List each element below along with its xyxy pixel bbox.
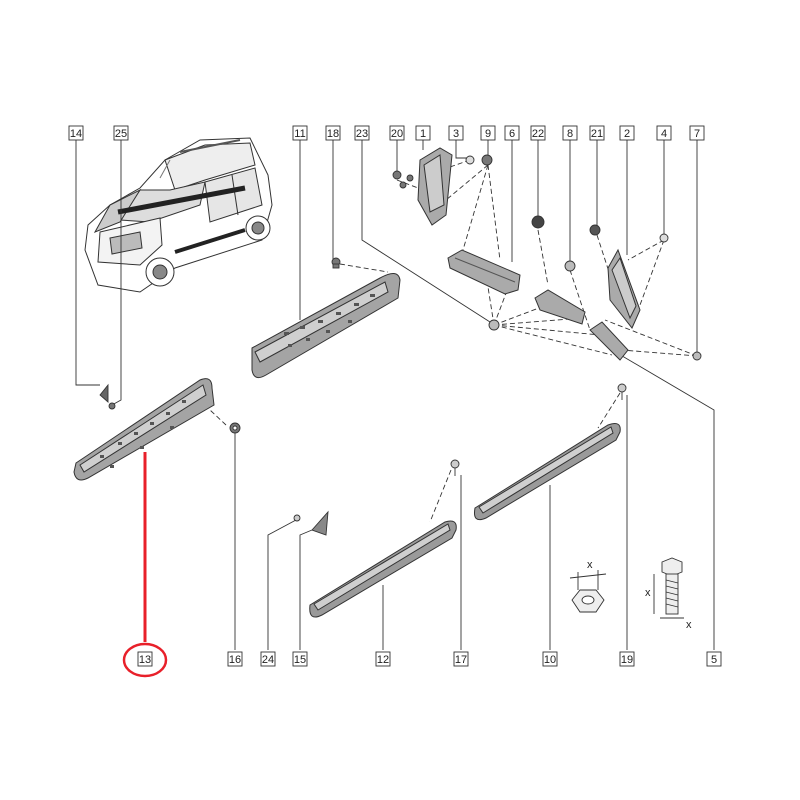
bolt-dimension-mark-b: x xyxy=(686,619,692,631)
callout-number: 12 xyxy=(377,654,389,666)
callout-18: 18 xyxy=(325,125,341,141)
callout-21: 21 xyxy=(589,125,605,141)
callout-number: 16 xyxy=(229,654,241,666)
callout-box xyxy=(113,125,129,141)
callout-15: 15 xyxy=(292,651,308,667)
callout-box xyxy=(448,125,464,141)
callout-box xyxy=(137,651,153,667)
fasteners xyxy=(99,154,702,536)
callout-box xyxy=(530,125,546,141)
callout-box xyxy=(292,651,308,667)
callout-13: 13 xyxy=(137,651,153,667)
callout-number: 22 xyxy=(532,128,544,140)
nut-icon: x xyxy=(569,559,607,613)
callout-box xyxy=(453,651,469,667)
callout-box xyxy=(542,651,558,667)
callout-number: 25 xyxy=(115,128,127,140)
callout-12: 12 xyxy=(375,651,391,667)
moulding-13 xyxy=(73,378,215,481)
callout-box xyxy=(656,125,672,141)
callout-box xyxy=(292,125,308,141)
callout-box xyxy=(325,125,341,141)
highlight-circle xyxy=(122,642,168,678)
callout-number: 10 xyxy=(544,654,556,666)
callout-24: 24 xyxy=(260,651,276,667)
callout-number: 2 xyxy=(624,128,630,140)
callout-box xyxy=(504,125,520,141)
callout-1: 1 xyxy=(415,125,431,141)
callout-17: 17 xyxy=(453,651,469,667)
callout-9: 9 xyxy=(480,125,496,141)
callout-box xyxy=(227,651,243,667)
vehicle-illustration xyxy=(84,137,273,293)
callout-10: 10 xyxy=(542,651,558,667)
callout-3: 3 xyxy=(448,125,464,141)
bracket-8 xyxy=(534,289,586,325)
strip-12 xyxy=(309,520,457,618)
callout-number: 14 xyxy=(70,128,82,140)
callout-20: 20 xyxy=(389,125,405,141)
callout-number: 8 xyxy=(567,128,573,140)
callout-number: 9 xyxy=(485,128,491,140)
callout-19: 19 xyxy=(619,651,635,667)
callout-number: 5 xyxy=(711,654,717,666)
callout-5: 5 xyxy=(706,651,722,667)
highlight-annotation xyxy=(122,452,168,678)
callout-2: 2 xyxy=(619,125,635,141)
bracket-1 xyxy=(417,147,453,226)
callout-box xyxy=(619,125,635,141)
callout-25: 25 xyxy=(113,125,129,141)
callout-box xyxy=(562,125,578,141)
callout-number: 4 xyxy=(661,128,667,140)
callout-number: 7 xyxy=(694,128,700,140)
callout-11: 11 xyxy=(292,125,308,141)
callout-number: 21 xyxy=(591,128,603,140)
bracket-5 xyxy=(589,321,629,361)
callout-16: 16 xyxy=(227,651,243,667)
callout-number: 1 xyxy=(420,128,426,140)
callout-number: 6 xyxy=(509,128,515,140)
callout-number: 23 xyxy=(356,128,368,140)
callout-number: 20 xyxy=(391,128,403,140)
leader-lines xyxy=(75,140,715,650)
callout-number: 17 xyxy=(455,654,467,666)
callout-box xyxy=(689,125,705,141)
strip-10 xyxy=(474,423,621,521)
callout-22: 22 xyxy=(530,125,546,141)
callout-number: 13 xyxy=(139,654,151,666)
callout-number: 11 xyxy=(294,128,305,140)
callout-box xyxy=(706,651,722,667)
callout-number: 3 xyxy=(453,128,459,140)
callout-23: 23 xyxy=(354,125,370,141)
bracket-2 xyxy=(607,248,641,329)
callout-box xyxy=(68,125,84,141)
moulding-upper-11 xyxy=(251,273,401,379)
bolt-dimension-mark-a: x xyxy=(645,587,651,599)
callout-number: 15 xyxy=(294,654,306,666)
callout-7: 7 xyxy=(689,125,705,141)
callout-number: 24 xyxy=(262,654,274,666)
callout-6: 6 xyxy=(504,125,520,141)
callout-box xyxy=(389,125,405,141)
callout-box xyxy=(415,125,431,141)
callout-8: 8 xyxy=(562,125,578,141)
nut-dimension-mark: x xyxy=(587,559,593,571)
bolt-icon: x x xyxy=(645,557,692,631)
callout-box xyxy=(260,651,276,667)
callout-4: 4 xyxy=(656,125,672,141)
callout-number: 18 xyxy=(327,128,339,140)
callout-box xyxy=(375,651,391,667)
callout-box xyxy=(480,125,496,141)
callout-box xyxy=(619,651,635,667)
callout-14: 14 xyxy=(68,125,84,141)
bracket-6 xyxy=(447,249,521,295)
callout-number: 19 xyxy=(621,654,633,666)
callout-box xyxy=(354,125,370,141)
callout-box xyxy=(589,125,605,141)
